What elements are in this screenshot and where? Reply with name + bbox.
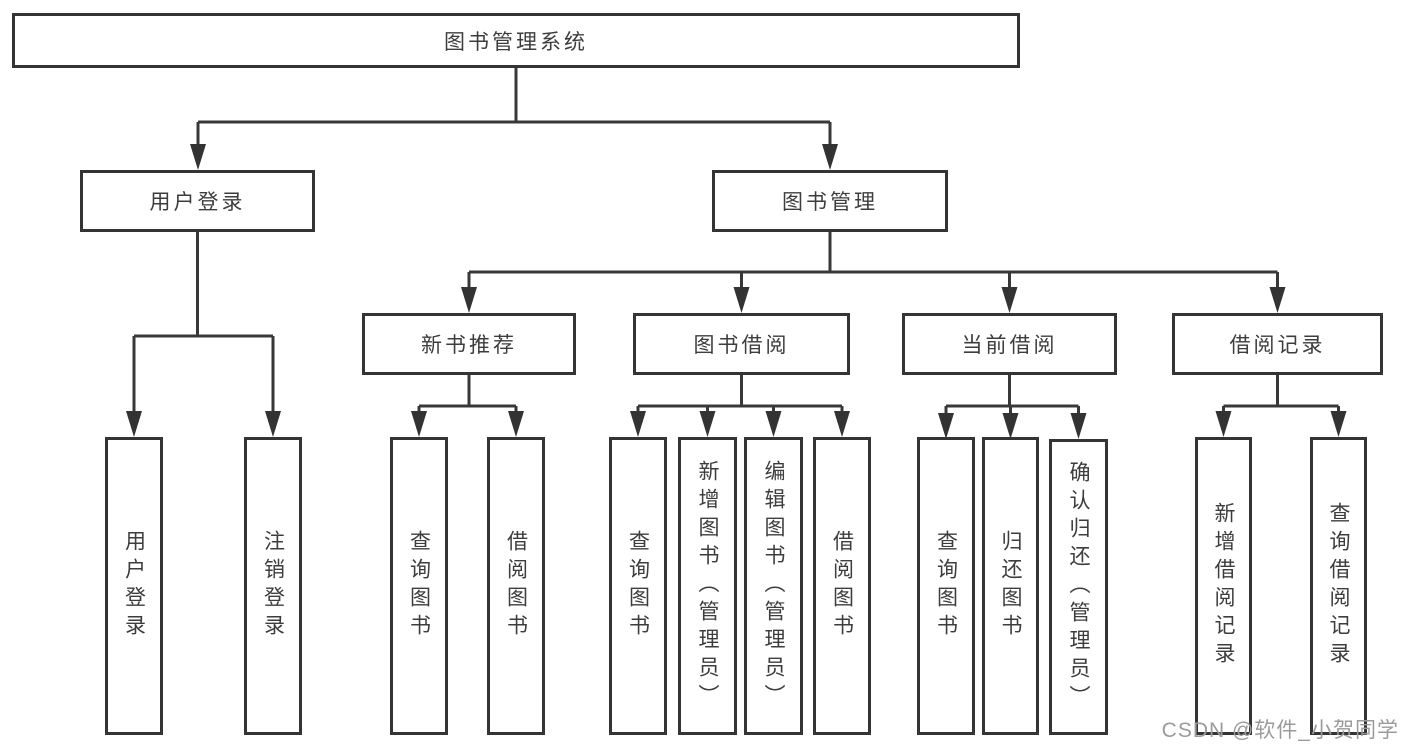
leaf-bb-add-books-admin: 新增图书（管理员） — [678, 437, 737, 735]
node-book-management: 图书管理 — [712, 170, 948, 232]
leaf-bb-edit-books-admin: 编辑图书（管理员） — [744, 437, 803, 735]
leaf-user-login: 用户登录 — [105, 437, 163, 735]
node-library-management-system: 图书管理系统 — [12, 13, 1020, 68]
node-borrowing-records: 借阅记录 — [1172, 313, 1383, 375]
leaf-rec-borrow-books: 借阅图书 — [487, 437, 545, 735]
leaf-bb-query-books: 查询图书 — [609, 437, 667, 735]
leaf-br-query-record: 查询借阅记录 — [1310, 437, 1367, 735]
leaf-br-add-record: 新增借阅记录 — [1195, 437, 1252, 735]
leaf-cb-return-books: 归还图书 — [982, 437, 1039, 735]
leaf-rec-query-books: 查询图书 — [390, 437, 448, 735]
node-user-login: 用户登录 — [80, 170, 315, 232]
leaf-cb-confirm-return-admin: 确认归还（管理员） — [1049, 439, 1108, 735]
node-current-borrowing: 当前借阅 — [902, 313, 1117, 375]
leaf-bb-borrow-books: 借阅图书 — [813, 437, 871, 735]
leaf-cb-query-books: 查询图书 — [917, 437, 975, 735]
csdn-watermark: CSDN @软件_小贺同学 — [1161, 719, 1399, 742]
leaf-logout: 注销登录 — [244, 437, 302, 735]
node-book-borrowing: 图书借阅 — [633, 313, 850, 375]
node-new-book-recommendation: 新书推荐 — [362, 313, 576, 375]
